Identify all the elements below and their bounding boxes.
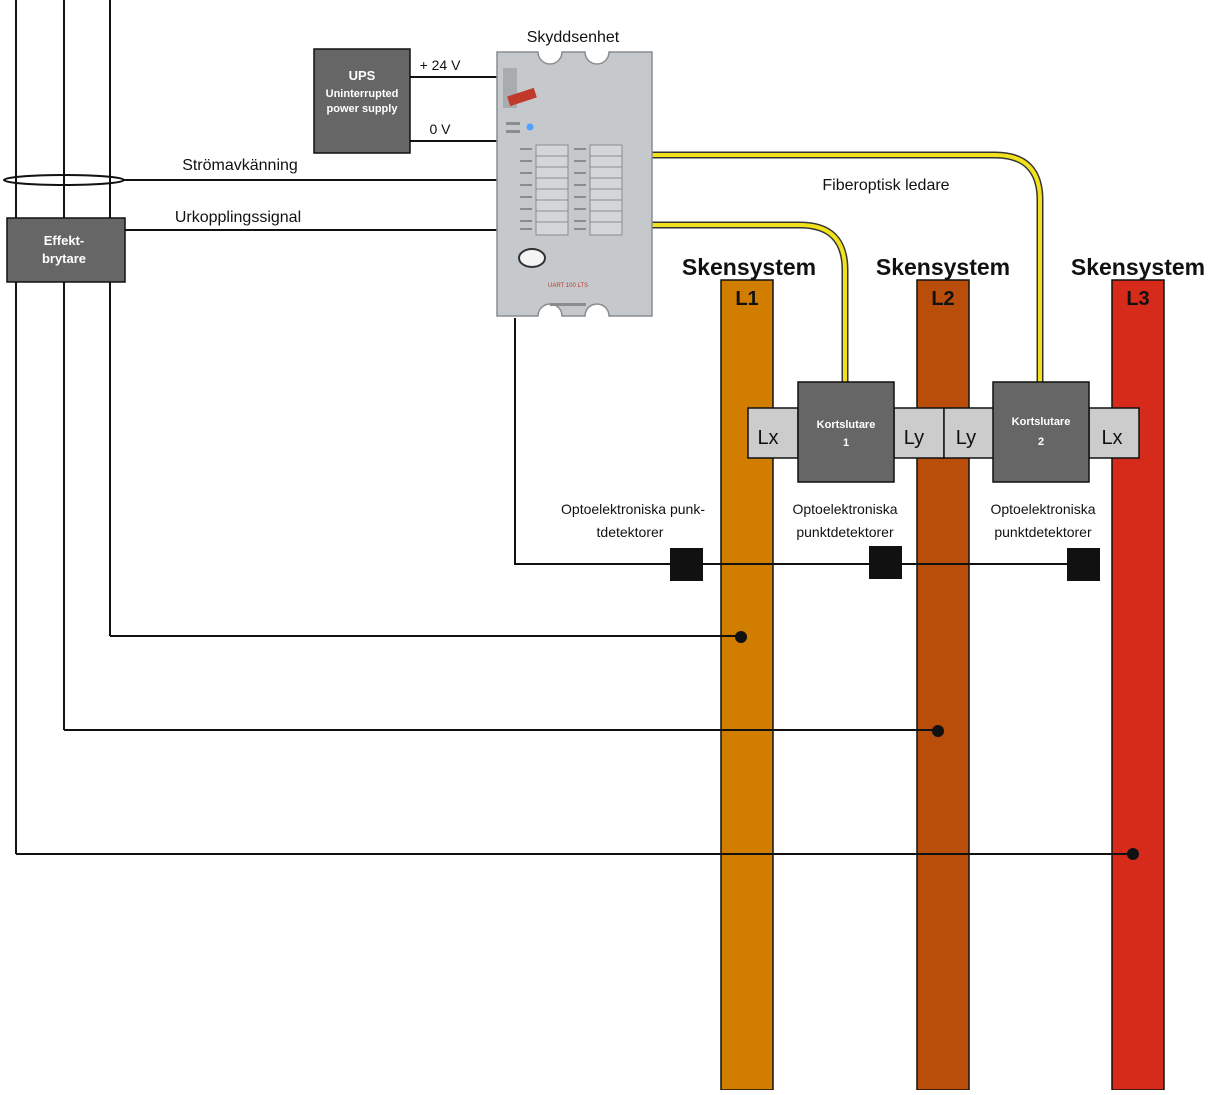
trip-signal-label: Urkopplingssignal [175, 209, 301, 226]
current-sensing-label: Strömavkänning [182, 157, 298, 174]
shorter-1: Lx Ly Kortslutare 1 [747, 381, 945, 483]
shorter-1-left-tag [747, 407, 799, 459]
unit-model-label: UART 100 LTS [548, 283, 588, 289]
fiber-cable-2 [652, 153, 1042, 382]
shorter-2-label-line2: 2 [1038, 436, 1044, 448]
unit-led-column-left [535, 144, 569, 236]
detector-1-label-line2: tdetektorer [597, 524, 664, 540]
unit-led-label-1 [506, 122, 520, 125]
shorter-1-label-line1: Kortslutare [817, 419, 876, 431]
detector-2-label-line2: punktdetektorer [796, 524, 894, 540]
detector-2-label-line1: Optoelektroniska [792, 501, 897, 517]
breaker-box [6, 217, 126, 283]
circuit-breaker: Effekt- brytare [6, 217, 126, 283]
shorter-1-label-line2: 1 [843, 437, 849, 449]
fiber-label: Fiberoptisk ledare [822, 177, 949, 194]
busbar-l1-title: Skensystem [682, 254, 816, 280]
connection-dot-l2 [932, 725, 944, 737]
ups-subtitle-line2: power supply [327, 103, 399, 115]
busbar-l3: L3 Skensystem [1071, 254, 1205, 1091]
busbar-l1-bar [720, 279, 774, 1091]
busbar-l1: L1 Skensystem [682, 254, 816, 1091]
unit-led-rows-right [590, 155, 622, 223]
shorter-2: Ly Lx Kortslutare 2 [943, 381, 1140, 483]
point-detector-3-icon [1067, 548, 1100, 581]
busbar-l2-title: Skensystem [876, 254, 1010, 280]
unit-led-column-right [589, 144, 623, 236]
unit-led-panel-left [535, 144, 569, 236]
unit-led-rows-left [536, 155, 568, 223]
ups-unit: UPS Uninterrupted power supply [313, 48, 411, 154]
unit-brand-logo [507, 87, 537, 107]
unit-led-label-2 [506, 130, 520, 133]
unit-reset-button[interactable] [518, 248, 546, 268]
unit-serial-plate [550, 303, 586, 306]
busbar-l2-code: L2 [931, 288, 954, 310]
phase-conductors [15, 0, 1133, 855]
unit-side-labels [520, 148, 586, 230]
busbar-l2: L2 Skensystem [876, 254, 1010, 1091]
shorter-2-right-tag-label: Lx [1101, 427, 1122, 449]
connection-dot-l1 [735, 631, 747, 643]
detector-3-label-line2: punktdetektorer [994, 524, 1092, 540]
unit-status-led-icon [526, 123, 534, 131]
shorter-2-left-tag-label: Ly [956, 427, 976, 449]
shorter-1-left-tag-label: Lx [757, 427, 778, 449]
busbar-l3-code: L3 [1126, 288, 1149, 310]
detector-1-label-line1: Optoelektroniska punk- [561, 501, 705, 517]
protection-unit-title: Skyddsenhet [527, 29, 620, 46]
protection-unit: Skyddsenhet [496, 29, 653, 317]
connection-dot-l3 [1127, 848, 1139, 860]
point-detector-2-icon [869, 546, 902, 579]
ups-zero-label: 0 V [429, 121, 451, 137]
ups-box [313, 48, 411, 154]
busbar-l1-code: L1 [735, 288, 758, 310]
breaker-label-line1: Effekt- [44, 233, 84, 248]
ups-title: UPS [349, 68, 376, 83]
ups-plus-label: + 24 V [420, 57, 462, 73]
fiber-optic-cables [652, 151, 1044, 382]
unit-led-panel-right [589, 144, 623, 236]
shorter-1-right-tag-label: Ly [904, 427, 924, 449]
ups-subtitle-line1: Uninterrupted [326, 88, 399, 100]
point-detector-1-icon [670, 548, 703, 581]
busbar-l2-bar [916, 279, 970, 1091]
detector-3-label-line1: Optoelektroniska [990, 501, 1095, 517]
busbar-l3-title: Skensystem [1071, 254, 1205, 280]
shorter-2-right-tag [1088, 407, 1140, 459]
busbar-l3-bar [1111, 279, 1165, 1091]
breaker-label-line2: brytare [42, 251, 86, 266]
shorter-2-left-tag [943, 407, 995, 459]
shorter-2-label-line1: Kortslutare [1012, 416, 1071, 428]
shorter-2-box [992, 381, 1090, 483]
fiber-cable-1 [652, 223, 847, 382]
shorter-1-box [797, 381, 895, 483]
